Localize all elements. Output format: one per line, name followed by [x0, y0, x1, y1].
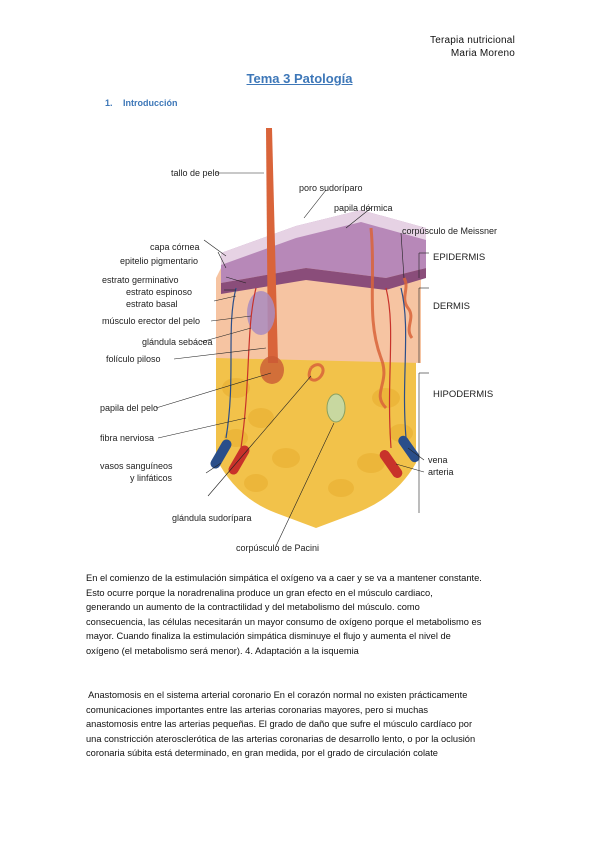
section-number: 1.: [105, 98, 113, 108]
paragraph-2-line: una constricción aterosclerótica de las …: [86, 733, 476, 744]
label-pigment-epithelium: epitelio pigmentario: [120, 256, 198, 266]
label-dermis: DERMIS: [433, 301, 470, 312]
label-stratum-corneum: capa córnea: [150, 242, 200, 252]
label-sweat-pore: poro sudoríparo: [299, 183, 363, 193]
paragraph-1-line: En el comienzo de la estimulación simpát…: [86, 573, 482, 583]
paragraph-1-line: generando un aumento de la contractilida…: [86, 602, 420, 613]
paragraph-1-line: oxígeno (el metabolismo será menor). 4. …: [86, 645, 359, 656]
paragraph-1-line: consecuencia, las células necesitarán un…: [86, 616, 482, 627]
paragraph-1-line: Esto ocurre porque la noradrenalina prod…: [86, 587, 433, 598]
paragraph-2-line: anastomosis entre las arterias pequeñas.…: [86, 719, 473, 730]
label-epidermis: EPIDERMIS: [433, 252, 485, 263]
paragraph-2-line: comunicaciones importantes entre las art…: [86, 704, 429, 715]
label-vein: vena: [428, 455, 448, 465]
paragraph-2: Anastomosis en el sistema arterial coron…: [86, 688, 518, 761]
label-hair-papilla: papila del pelo: [100, 403, 158, 413]
label-hair-shaft: tallo de pelo: [171, 168, 220, 178]
skin-anatomy-figure: tallo de pelo poro sudoríparo papila dér…: [86, 118, 516, 558]
label-artery: arteria: [428, 467, 454, 477]
paragraph-1: En el comienzo de la estimulación simpát…: [86, 571, 518, 659]
artery-right-shape: [379, 449, 403, 479]
skin-diagram: tallo de pelo poro sudoríparo papila dér…: [100, 128, 497, 553]
label-sweat-gland: glándula sudorípara: [172, 513, 252, 523]
skin-block-illustration: [210, 128, 426, 528]
label-dermal-papilla: papila dérmica: [334, 203, 393, 213]
paragraph-1-line: mayor. Cuando finaliza la estimulación s…: [86, 631, 451, 642]
header-author: Maria Moreno: [450, 48, 515, 59]
label-arrector-muscle: músculo erector del pelo: [102, 316, 200, 326]
section-heading: 1. Introducción: [105, 98, 178, 108]
label-pacinian: corpúsculo de Pacini: [236, 543, 319, 553]
label-stratum-basale: estrato basal: [126, 299, 178, 309]
label-meissner: corpúsculo de Meissner: [402, 226, 497, 236]
section-label: Introducción: [123, 98, 178, 108]
label-nerve-fiber: fibra nerviosa: [100, 433, 154, 443]
label-hypodermis: HIPODERMIS: [433, 389, 493, 400]
document-title: Tema 3 Patología: [246, 71, 353, 86]
paragraph-2-line: Anastomosis en el sistema arterial coron…: [86, 690, 468, 700]
label-sebaceous-gland: glándula sebácea: [142, 337, 213, 347]
paragraph-2-line: coronaria súbita está determinado, en gr…: [86, 748, 438, 759]
label-hair-follicle: folículo piloso: [106, 354, 161, 364]
label-vessels-1: vasos sanguíneos: [100, 461, 173, 471]
header-subject: Terapia nutricional: [430, 35, 515, 46]
document-header: Terapia nutricional Maria Moreno: [430, 34, 515, 60]
label-stratum-germinativum: estrato germinativo: [102, 275, 179, 285]
label-stratum-spinosum: estrato espinoso: [126, 287, 192, 297]
vein-left-shape: [210, 439, 232, 469]
label-vessels-2: y linfáticos: [130, 473, 173, 483]
